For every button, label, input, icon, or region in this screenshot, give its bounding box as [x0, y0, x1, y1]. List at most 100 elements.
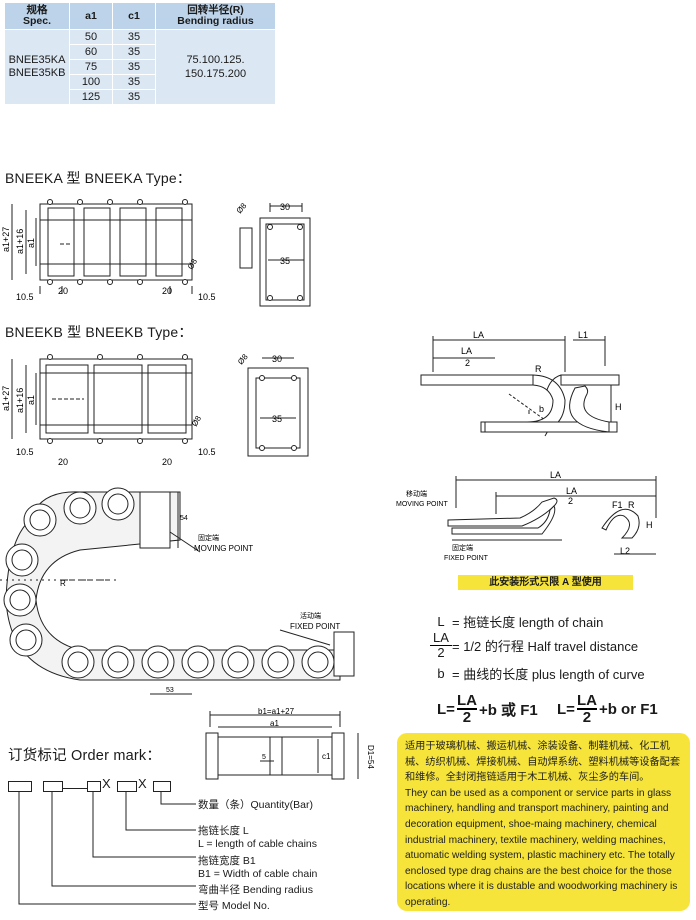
- legend-L-text: = 拖链长度 length of chain: [452, 615, 604, 630]
- dim-a1-16: a1+16: [15, 388, 25, 413]
- install2-L2: L2: [620, 546, 630, 556]
- order-mark-title: 订货标记 Order mark：: [8, 748, 162, 764]
- order-radius-label: 弯曲半径 Bending radius: [198, 884, 313, 896]
- dim-10-5: 10.5: [16, 447, 34, 457]
- chain-fixed-en: FIXED POINT: [290, 622, 340, 631]
- description-en: They can be used as a component or servi…: [405, 787, 678, 908]
- kb-side-drawing: a1+27 a1+16 a1 10.5 20 20 10.5 Ø8: [1, 354, 216, 467]
- cell-a1: 75: [69, 59, 113, 75]
- dim-20: 20: [58, 457, 68, 467]
- legend-LA: LA 2 = 1/2 的行程 Half travel distance: [430, 631, 638, 660]
- legend-L-symbol: L: [437, 614, 445, 629]
- cell-a1: 100: [69, 74, 113, 90]
- formula-cn-L: L=: [437, 700, 455, 718]
- dim-b1: b1=a1+27: [258, 707, 295, 716]
- formula-cn-num: LA: [456, 692, 477, 709]
- header-spec-en: Spec.: [22, 15, 51, 27]
- install-banner: 此安装形式只限 A 型使用: [458, 575, 633, 590]
- legend-LA-fraction: LA 2: [430, 631, 452, 660]
- formula-cn-den: 2: [462, 709, 472, 726]
- legend-b: b = 曲线的长度 plus length of curve: [430, 664, 645, 683]
- order-box-quantity: [153, 781, 171, 792]
- dim-a1-27: a1+27: [1, 227, 11, 252]
- dim-D1: D1=54: [366, 745, 375, 769]
- dim-30: 30: [272, 354, 282, 364]
- install-LA-half: LA: [461, 346, 472, 356]
- header-radius-cn: 回转半径(R): [187, 4, 244, 16]
- formula-cn-fraction: LA 2: [456, 692, 477, 726]
- order-x-2: X: [138, 776, 147, 791]
- dim-5: 5: [262, 754, 266, 761]
- order-model-label: 型号 Model No.: [198, 900, 270, 912]
- chain-moving-cn: 固定端: [198, 533, 219, 542]
- header-radius: 回转半径(R) Bending radius: [155, 3, 275, 30]
- install2-F1: F1: [612, 500, 623, 510]
- formula-en: L= LA 2 +b or F1: [557, 693, 658, 725]
- install-H: H: [615, 402, 622, 412]
- legend-L: L = 拖链长度 length of chain: [430, 612, 603, 631]
- type-kb-title: BNEEKB 型 BNEEKB Type：: [5, 324, 193, 340]
- dim-R: R: [60, 579, 66, 588]
- install-R: R: [535, 364, 542, 374]
- install2-moving-cn: 移动端: [406, 489, 427, 498]
- order-length-en: L = length of cable chains: [198, 838, 317, 850]
- model-cell: BNEE35KA BNEE35KB: [5, 29, 70, 104]
- cell-c1: 35: [112, 89, 156, 104]
- ka-front-drawing: 30 35 Ø8: [235, 201, 311, 307]
- install-b: b: [539, 404, 544, 414]
- cell-c1: 35: [112, 59, 156, 75]
- install-two: 2: [465, 358, 470, 368]
- install2-fixed-cn: 固定端: [452, 543, 473, 552]
- dim-10-5: 10.5: [198, 447, 216, 457]
- dim-phi8: Ø8: [236, 352, 250, 366]
- header-c1: c1: [112, 3, 156, 30]
- install2-LA-half: LA: [566, 486, 577, 496]
- install2-H: H: [646, 520, 653, 530]
- cell-c1: 35: [112, 29, 156, 45]
- cell-a1: 60: [69, 44, 113, 60]
- order-box-radius: [43, 781, 63, 792]
- order-width-en: B1 = Width of cable chain: [198, 868, 318, 880]
- formula-en-num: LA: [576, 692, 597, 709]
- legend-b-text: = 曲线的长度 plus length of curve: [452, 667, 645, 682]
- table-row: BNEE35KA BNEE35KB 50 35 75.100.125. 150.…: [5, 29, 275, 104]
- install-diagram-top: LA L1 LA 2 R b H: [420, 330, 622, 437]
- cell-c1: 35: [112, 44, 156, 60]
- formula-en-den: 2: [582, 709, 592, 726]
- dim-20: 20: [58, 286, 68, 296]
- dim-54: 54: [180, 515, 188, 522]
- model-ka: BNEE35KA: [8, 54, 66, 66]
- install-L1: L1: [578, 330, 588, 340]
- install2-LA: LA: [550, 470, 561, 480]
- order-box-length: [117, 781, 137, 792]
- order-x-1: X: [102, 776, 111, 791]
- dim-30: 30: [280, 202, 290, 212]
- dim-phi8: Ø8: [186, 257, 199, 271]
- header-spec-cn: 规格: [26, 4, 48, 16]
- dim-a1-16: a1+16: [15, 229, 25, 254]
- install2-moving-en: MOVING POINT: [396, 501, 448, 508]
- legend-LA-num: LA: [433, 630, 449, 645]
- spec-table-header: 规格 Spec. a1 c1 回转半径(R) Bending radius: [5, 3, 275, 30]
- dim-35: 35: [280, 256, 290, 266]
- chain-fixed-cn: 活动端: [300, 611, 321, 620]
- dim-10-5: 10.5: [16, 292, 34, 302]
- cell-a1: 50: [69, 29, 113, 45]
- cell-a1: 125: [69, 89, 113, 104]
- radius-line1: 75.100.125.: [186, 54, 245, 66]
- legend-b-symbol: b: [437, 666, 445, 681]
- type-ka-title: BNEEKA 型 BNEEKA Type：: [5, 170, 192, 186]
- dim-a1: a1: [26, 395, 36, 405]
- description-cn: 适用于玻璃机械、搬运机械、涂装设备、制鞋机械、化工机械、纺织机械、焊接机械、自动…: [405, 741, 681, 784]
- description-box: 适用于玻璃机械、搬运机械、涂装设备、制鞋机械、化工机械、纺织机械、焊接机械、自动…: [397, 733, 690, 911]
- chain-assembly-drawing: 54 53 R 固定端 MOVING POINT 活动端 FIXED POINT: [0, 487, 355, 695]
- order-box-width: [87, 781, 101, 792]
- link-top-view-drawing: b1=a1+27 a1 c1 5 D1=54: [205, 707, 375, 780]
- dim-20: 20: [162, 457, 172, 467]
- header-a1: a1: [69, 3, 113, 30]
- order-width-cn: 拖链宽度 B1: [198, 855, 256, 867]
- order-length-cn: 拖链长度 L: [198, 825, 249, 837]
